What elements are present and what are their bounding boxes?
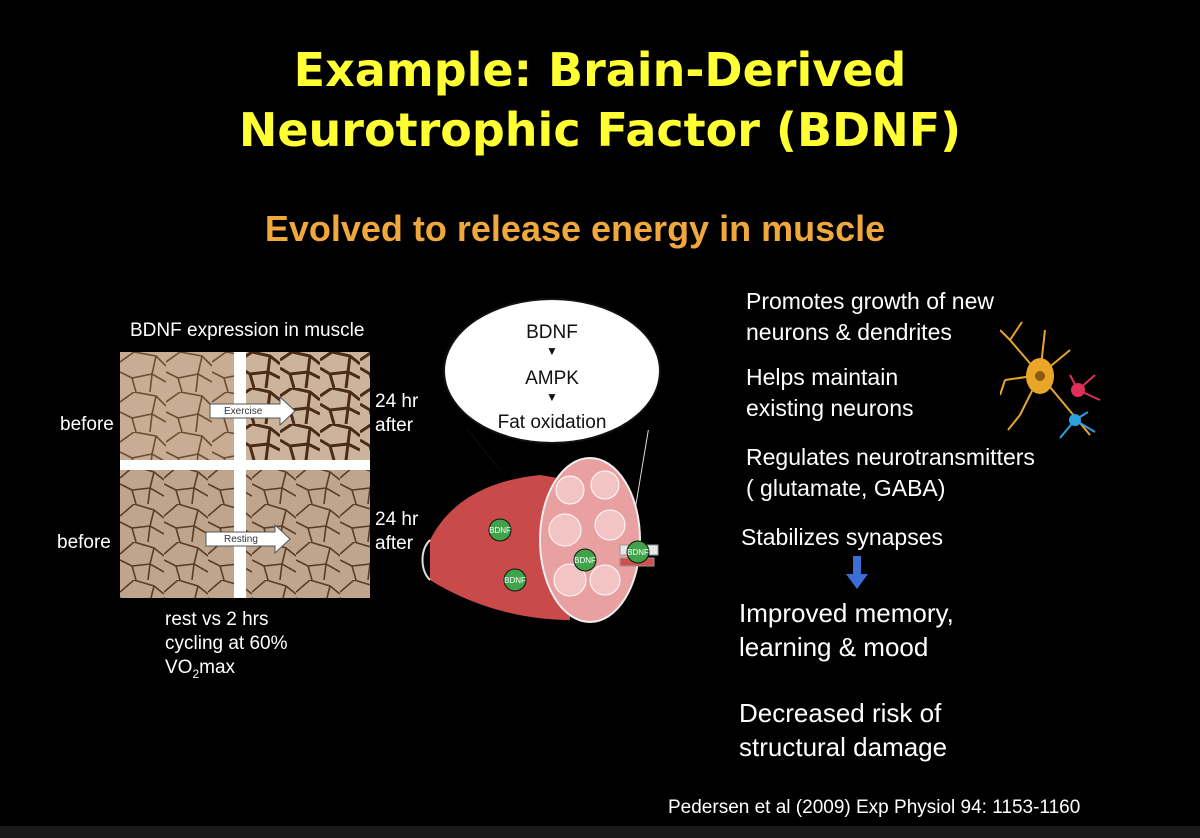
zoom-line-left bbox=[467, 430, 501, 471]
after-bottom-line-2: after bbox=[375, 533, 414, 554]
slide-subtitle: Evolved to release energy in muscle bbox=[264, 208, 886, 249]
bottom-bar bbox=[0, 826, 1200, 838]
effect-item-3: Regulates neurotransmitters ( glutamate,… bbox=[746, 442, 1035, 504]
after-label-bottom: 24 hr after bbox=[375, 508, 418, 556]
effect-2-line-1: Helps maintain bbox=[746, 364, 899, 390]
before-label-top: before bbox=[60, 414, 114, 435]
down-arrow-icon bbox=[846, 556, 868, 589]
neuron-icon bbox=[1000, 321, 1101, 439]
effect-3-line-2: ( glutamate, GABA) bbox=[746, 475, 946, 501]
bdnf-dot-label-1: BDNF bbox=[489, 526, 511, 535]
note-max: max bbox=[199, 657, 236, 678]
muscle-belly bbox=[430, 475, 570, 620]
note-line-2: cycling at 60% bbox=[165, 633, 288, 654]
outcome-2: Decreased risk of structural damage bbox=[739, 696, 947, 764]
note-subscript: 2 bbox=[192, 666, 200, 681]
effect-1-line-1: Promotes growth of new bbox=[746, 288, 995, 314]
note-line-3: VO2max bbox=[165, 656, 288, 686]
micrograph-grid: Exercise Resting bbox=[120, 352, 370, 598]
micrograph-caption: BDNF expression in muscle bbox=[130, 320, 365, 341]
outcome-2-line-2: structural damage bbox=[739, 732, 948, 762]
after-bottom-line-1: 24 hr bbox=[375, 509, 419, 530]
title-line-2: Neurotrophic Factor (BDNF) bbox=[238, 103, 962, 157]
outcome-1-line-2: learning & mood bbox=[739, 632, 929, 662]
note-line-1: rest vs 2 hrs bbox=[165, 609, 269, 630]
effect-item-1: Promotes growth of new neurons & dendrit… bbox=[746, 286, 994, 348]
bdnf-dot-1 bbox=[488, 518, 512, 542]
bdnf-dot-4 bbox=[626, 540, 650, 564]
effect-item-2: Helps maintain existing neurons bbox=[746, 362, 914, 424]
effect-2-line-2: existing neurons bbox=[746, 395, 914, 421]
exercise-arrow-label: Exercise bbox=[224, 406, 263, 417]
exercise-note: rest vs 2 hrs cycling at 60% VO2max bbox=[165, 608, 288, 686]
micrograph-image bbox=[120, 352, 370, 598]
effect-1-line-2: neurons & dendrites bbox=[746, 319, 952, 345]
bdnf-dot-2 bbox=[503, 568, 527, 592]
outcome-2-line-1: Decreased risk of bbox=[739, 698, 942, 728]
bdnf-dot-label-2: BDNF bbox=[504, 576, 526, 585]
bdnf-dot-label-3: BDNF bbox=[574, 556, 596, 565]
after-top-line-2: after bbox=[375, 415, 414, 436]
bdnf-dot-3 bbox=[573, 548, 597, 572]
before-label-bottom: before bbox=[57, 532, 111, 553]
effect-3-line-1: Regulates neurotransmitters bbox=[746, 444, 1035, 470]
slide-title: Example: Brain-Derived Neurotrophic Fact… bbox=[0, 40, 1200, 160]
outcome-1-line-1: Improved memory, bbox=[739, 598, 954, 628]
muscle-illustration: BDNF BDNF BDNF BDNF bbox=[421, 430, 659, 623]
after-label-top: 24 hr after bbox=[375, 390, 418, 438]
pathway-step-fat-oxidation: Fat oxidation bbox=[497, 412, 607, 433]
pathway-arrow-icon-2: ▼ bbox=[546, 390, 558, 404]
resting-arrow-label: Resting bbox=[224, 534, 258, 545]
title-line-1: Example: Brain-Derived bbox=[293, 43, 907, 97]
outcome-1: Improved memory, learning & mood bbox=[739, 596, 954, 664]
note-vo: VO bbox=[165, 657, 193, 678]
effect-item-4: Stabilizes synapses bbox=[741, 524, 943, 550]
pathway-bubble: BDNF ▼ AMPK ▼ Fat oxidation bbox=[443, 298, 661, 444]
citation: Pedersen et al (2009) Exp Physiol 94: 11… bbox=[668, 797, 1081, 818]
pathway-arrow-icon: ▼ bbox=[546, 344, 558, 358]
pathway-step-ampk: AMPK bbox=[525, 368, 579, 389]
pathway-step-bdnf: BDNF bbox=[526, 322, 578, 343]
after-top-line-1: 24 hr bbox=[375, 391, 419, 412]
bdnf-dot-label-4: BDNF bbox=[627, 548, 649, 557]
